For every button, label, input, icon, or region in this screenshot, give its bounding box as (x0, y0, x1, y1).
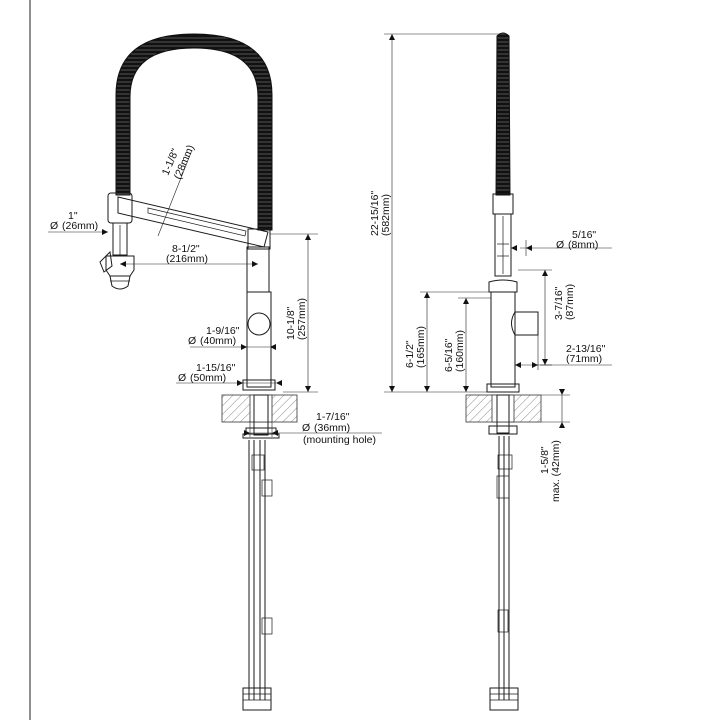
handle-projection-metric: (71mm) (566, 353, 602, 365)
base-dia-imperial: 1-15/16" (196, 362, 236, 374)
diameter-symbol-2: Ø (188, 335, 196, 347)
side-spring-coil (495, 32, 511, 196)
spout-arm (117, 196, 269, 248)
handle-center-imperial: 6-5/16" (443, 338, 455, 372)
spout-height-imperial: 10-1/8" (285, 306, 297, 340)
handle-height-imperial: 3-7/16" (553, 286, 565, 320)
handle-projection-imperial: 2-13/16" (566, 343, 606, 355)
diameter-symbol-5: Ø (556, 239, 564, 251)
diameter-symbol-4: Ø (302, 422, 310, 434)
side-view: 22-15/16" (582mm) 5/16" Ø (8mm) 3-7/16" … (369, 32, 612, 711)
body-height-metric: (165mm) (415, 326, 427, 368)
overall-height-imperial: 22-15/16" (369, 191, 381, 236)
handle-knob (247, 312, 271, 336)
side-sprayhead (492, 193, 514, 215)
spout-dock (247, 228, 271, 250)
sprayhead (99, 192, 135, 290)
front-view: 1-1/8" (28mm) 1" Ø (26mm) 8-1/2" (216mm)… (48, 33, 382, 711)
shank-and-hoses (242, 394, 280, 711)
side-shank-and-hoses (488, 394, 519, 711)
base-dia-metric: (50mm) (190, 372, 226, 384)
faucet-body (246, 246, 270, 293)
shank-dia-imperial: 1-7/16" (316, 411, 350, 423)
handle-height-metric: (87mm) (564, 284, 576, 320)
shank-dia-note: (mounting hole) (303, 434, 376, 446)
body-dia-metric: (40mm) (200, 335, 236, 347)
hose-dia-metric: (8mm) (568, 239, 598, 251)
sprayhead-dia-metric: (26mm) (62, 220, 98, 232)
shank-dia-metric: (36mm) (314, 422, 350, 434)
deck-thickness-metric: max. (42mm) (550, 440, 562, 502)
spout-reach-metric: (216mm) (166, 253, 208, 265)
spout-reach-imperial: 8-1/2" (172, 243, 200, 255)
handle-center-metric: (160mm) (454, 330, 466, 372)
spout-slot (147, 207, 247, 237)
body-dia-imperial: 1-9/16" (206, 325, 240, 337)
hose-dia-imperial: 5/16" (572, 229, 596, 241)
spring-coil (115, 33, 273, 231)
body-height-imperial: 6-1/2" (404, 340, 416, 368)
spout-height-metric: (257mm) (296, 298, 308, 340)
side-faucet-body (490, 291, 516, 388)
side-handle (511, 311, 539, 336)
diameter-symbol-1: Ø (50, 220, 58, 232)
deck-thickness-imperial: 1-5/8" (539, 446, 551, 474)
diameter-symbol-3: Ø (178, 372, 186, 384)
sprayhead-dia-imperial: 1" (68, 210, 78, 222)
overall-height-metric: (582mm) (380, 194, 392, 236)
